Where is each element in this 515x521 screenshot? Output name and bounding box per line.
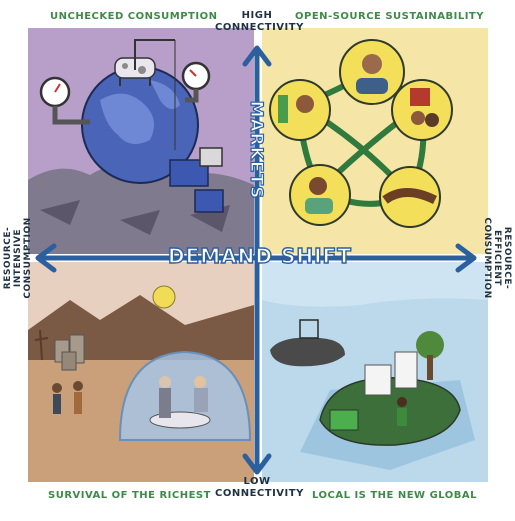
label-open-source-sustainability: OPEN-SOURCE SUSTAINABILITY	[295, 11, 484, 22]
label-left-2: INTENSIVE	[13, 228, 23, 288]
label-high-connectivity-word: CONNECTIVITY	[215, 22, 304, 33]
label-high-connectivity: HIGH CONNECTIVITY	[215, 10, 304, 34]
illustration-survival-richest	[28, 285, 254, 482]
label-markets: MARKETS	[245, 100, 266, 200]
label-unchecked-consumption: UNCHECKED CONSUMPTION	[50, 11, 218, 22]
illustration-local-global	[262, 262, 488, 470]
label-right-3: CONSUMPTION	[482, 217, 492, 299]
label-low-connectivity: LOW CONNECTIVITY	[215, 476, 304, 500]
label-demand-shift: DEMAND SHIFT	[167, 243, 352, 268]
label-low: LOW	[243, 476, 271, 487]
barn-circle	[391, 79, 453, 141]
tree-icon	[416, 331, 444, 359]
label-left-1: RESOURCE-	[3, 226, 13, 290]
label-low-connectivity-word: CONNECTIVITY	[215, 488, 304, 499]
robot-icon	[199, 147, 223, 167]
label-right-1: RESOURCE-	[502, 226, 512, 290]
arrow-up-icon	[242, 45, 272, 67]
arrow-down-icon	[242, 453, 272, 475]
label-survival-of-the-richest: SURVIVAL OF THE RICHEST	[48, 490, 211, 501]
illustration-unchecked-consumption	[28, 39, 254, 254]
arrow-left-icon	[35, 243, 57, 273]
axis-arrows	[35, 45, 477, 475]
arrow-right-icon	[455, 243, 477, 273]
illustration-open-source	[269, 39, 453, 228]
label-left-3: CONSUMPTION	[23, 217, 33, 299]
phone-user-circle	[289, 164, 351, 226]
label-resource-efficient-consumption: RESOURCE- EFFICIENT CONSUMPTION	[482, 208, 512, 308]
label-high: HIGH	[241, 10, 273, 21]
label-local-is-the-new-global: LOCAL IS THE NEW GLOBAL	[312, 490, 478, 501]
label-resource-intensive-consumption: RESOURCE- INTENSIVE CONSUMPTION	[3, 208, 33, 308]
sun-icon	[152, 285, 176, 309]
label-right-2: EFFICIENT	[492, 229, 502, 287]
island-small	[270, 337, 345, 367]
